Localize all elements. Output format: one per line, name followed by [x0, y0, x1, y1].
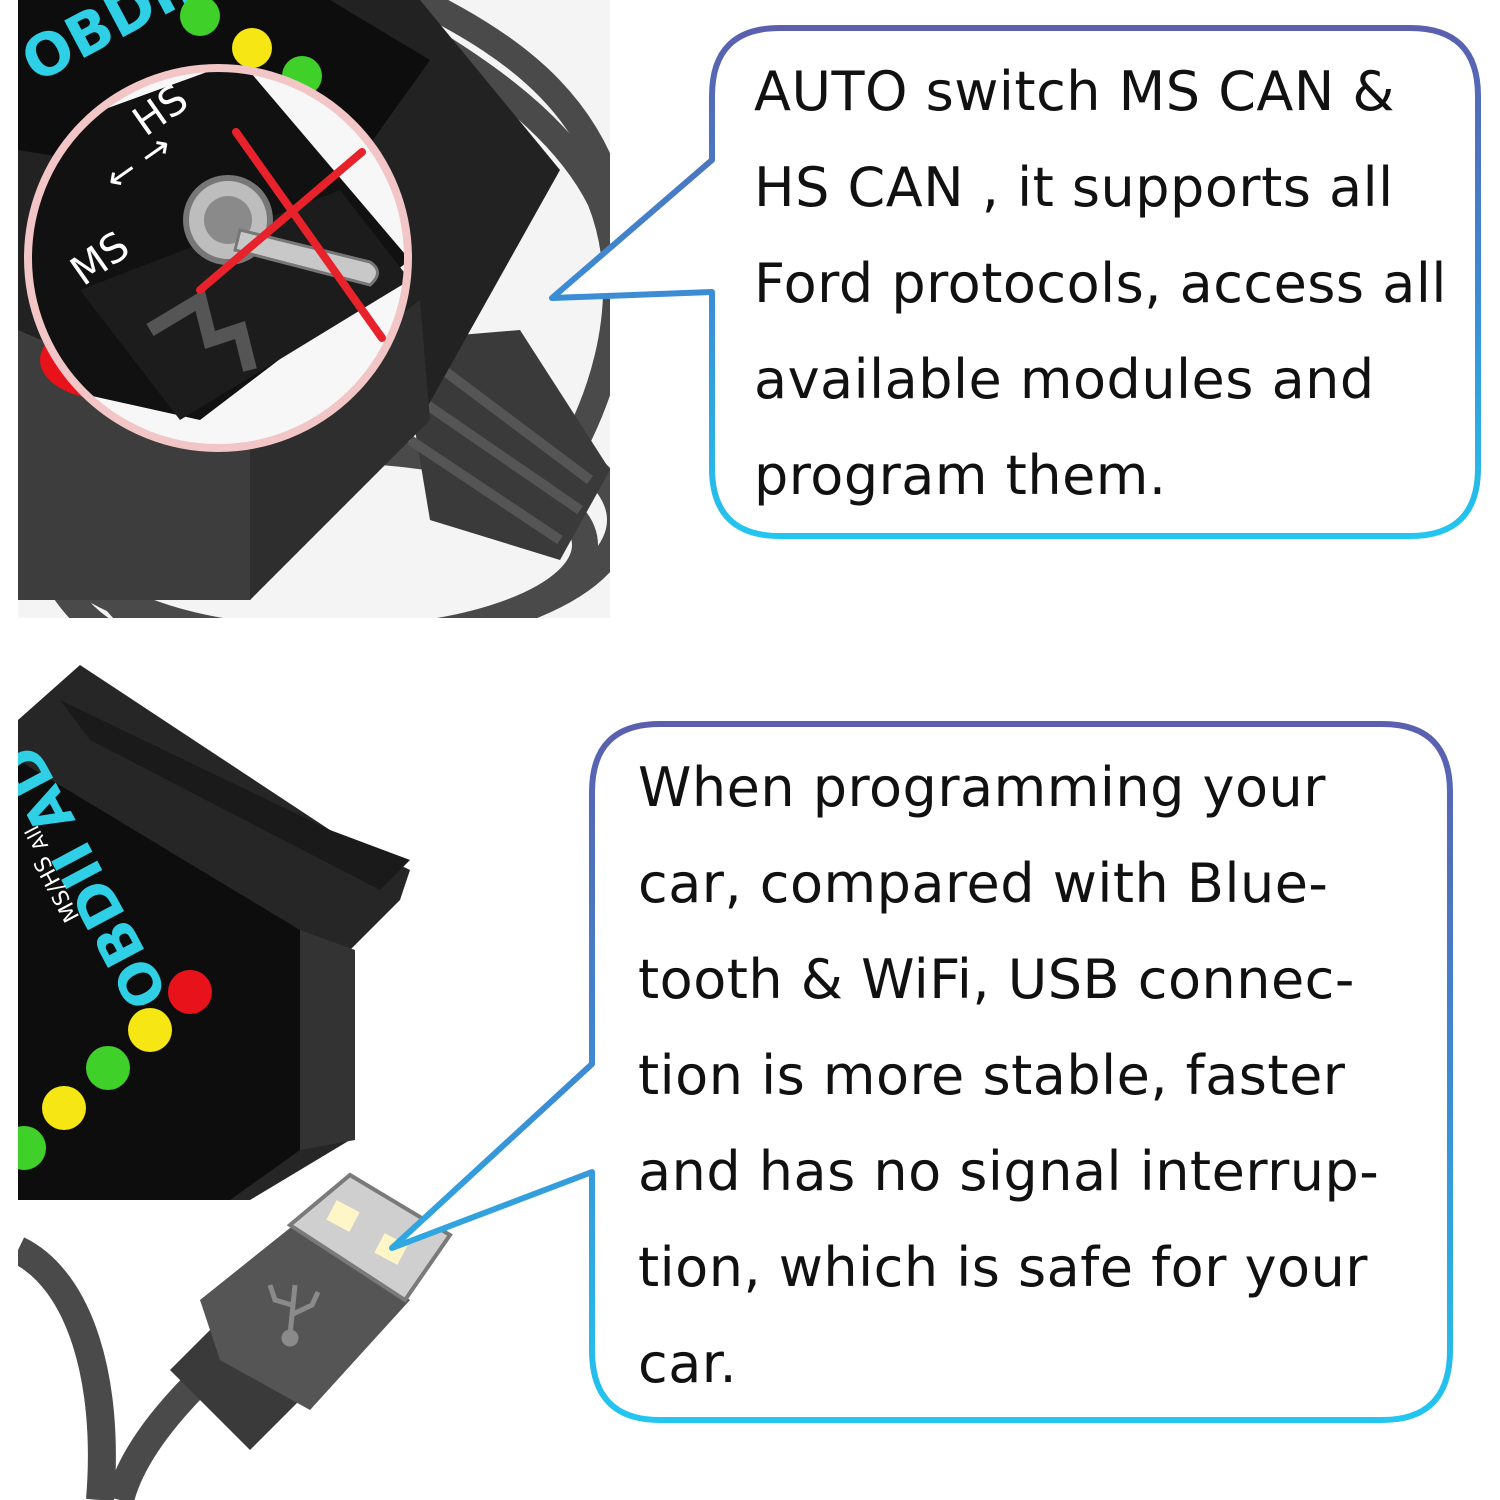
bottom-product-photo: OBDII AD MS/HS All — [18, 660, 610, 1500]
callout-line: tion, which is safe for your — [638, 1236, 1369, 1299]
led-yellow — [232, 28, 272, 68]
usb-cable — [18, 1237, 210, 1500]
cable-strain-relief — [400, 330, 610, 560]
callout-line: car, compared with Blue- — [638, 852, 1329, 915]
callout-bubble-top — [549, 25, 1481, 539]
callout-line: and has no signal interrup- — [638, 1140, 1380, 1203]
led-green — [18, 1126, 46, 1170]
toggle-switch-icon — [183, 175, 379, 287]
usb-plug — [170, 1172, 453, 1450]
callout-line: Ford protocols, access all — [754, 252, 1447, 315]
callout-line: tooth & WiFi, USB connec- — [638, 948, 1355, 1011]
callout-text-top: AUTO switch MS CAN & HS CAN , it support… — [754, 44, 1447, 524]
led-green — [180, 0, 220, 36]
usb-icon — [267, 1284, 321, 1347]
led-green — [86, 1046, 130, 1090]
led-red — [168, 970, 212, 1014]
callout-line: tion is more stable, faster — [638, 1044, 1346, 1107]
led-yellow — [128, 1008, 172, 1052]
cross-icon — [196, 128, 386, 342]
top-product-photo: OBDII A MS HS ← → — [18, 0, 610, 618]
callout-line: car. — [638, 1332, 738, 1395]
callout-line: AUTO switch MS CAN & — [754, 60, 1396, 123]
zoom-magnifier-icon: MS HS ← → — [24, 64, 412, 452]
led-yellow — [42, 1086, 86, 1130]
callout-line: available modules and — [754, 348, 1375, 411]
callout-line: HS CAN , it supports all — [754, 156, 1394, 219]
callout-line: When programming your — [638, 756, 1326, 819]
callout-text-bottom: When programming your car, compared with… — [638, 740, 1379, 1412]
callout-line: program them. — [754, 444, 1167, 507]
obd-device-bottom: OBDII AD MS/HS All — [18, 665, 410, 1200]
callout-bubble-bottom — [389, 721, 1453, 1423]
